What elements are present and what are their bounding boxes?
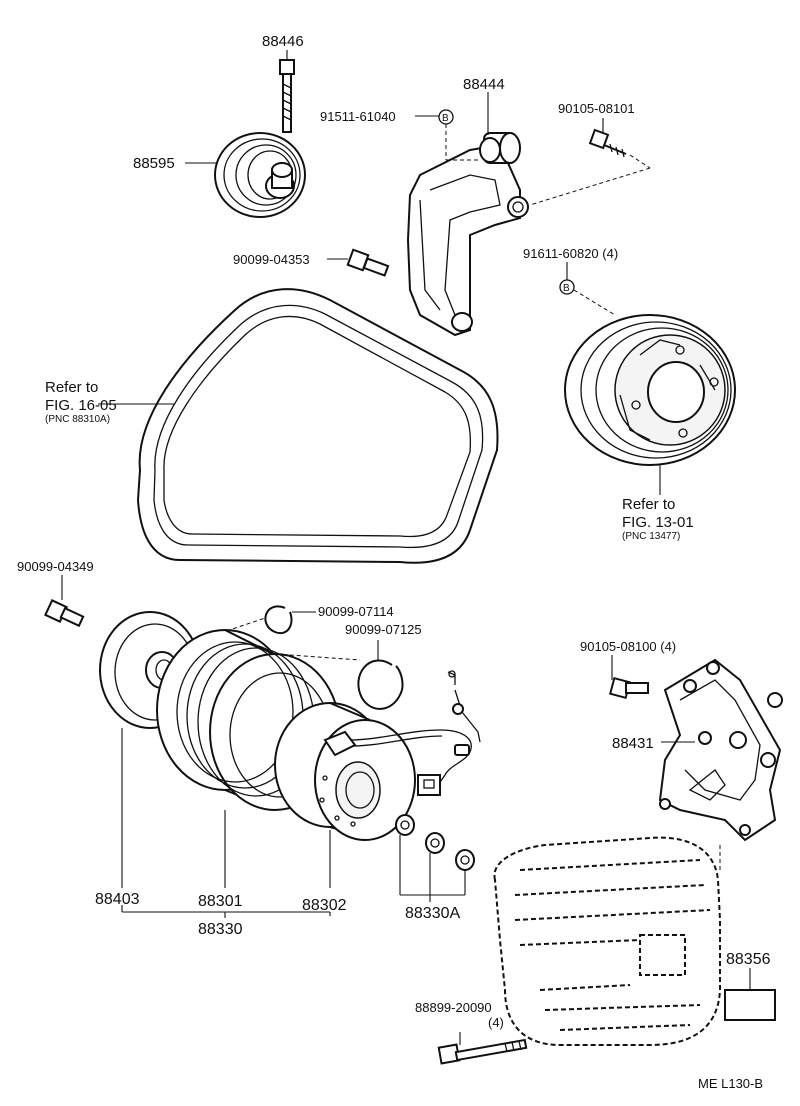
svg-text:B: B	[563, 283, 570, 294]
label-refer1-a: Refer to	[45, 379, 98, 396]
bolt-90105-08100	[608, 676, 649, 700]
label-88899-20090: 88899-20090	[415, 1000, 492, 1015]
bracket-88444	[406, 132, 529, 337]
bolt-88446	[279, 59, 295, 133]
idler-pulley-88595	[214, 132, 306, 218]
snap-ring-90099-07125	[357, 659, 404, 710]
label-90099-04349: 90099-04349	[17, 559, 94, 574]
bolt-90099-04353	[346, 248, 390, 277]
label-88446: 88446	[262, 33, 304, 50]
snap-ring-90099-07114	[264, 605, 293, 635]
label-88431: 88431	[612, 735, 654, 752]
label-88899-qty: (4)	[488, 1015, 504, 1030]
label-90099-07114: 90099-07114	[318, 604, 394, 619]
label-88302: 88302	[302, 897, 347, 914]
label-refer2-b: FIG. 13-01	[622, 514, 694, 531]
bolt-88899-20090	[437, 1038, 528, 1065]
label-90105-08101: 90105-08101	[558, 101, 635, 116]
label-refer1-b: FIG. 16-05	[45, 397, 117, 414]
shims-88330A	[395, 814, 475, 871]
label-90099-07125: 90099-07125	[345, 622, 422, 637]
bolt-90105-08101	[588, 128, 627, 158]
label-90105-08100: 90105-08100 (4)	[580, 639, 676, 654]
marker-b-pulley: B	[559, 279, 575, 295]
label-plate-88356	[724, 989, 776, 1021]
svg-text:B: B	[442, 113, 449, 124]
marker-b-top: B	[438, 109, 454, 125]
bolt-90099-04349	[44, 599, 85, 628]
compressor-body	[493, 836, 721, 1046]
label-90099-04353: 90099-04353	[233, 252, 310, 267]
footer-code: ME L130-B	[698, 1076, 763, 1091]
label-88403: 88403	[95, 891, 140, 908]
clutch-wire-harness	[349, 670, 481, 796]
label-refer1-c: (PNC 88310A)	[45, 414, 110, 425]
label-88330A: 88330A	[405, 905, 460, 922]
crank-pulley	[564, 314, 736, 466]
label-88330: 88330	[198, 921, 243, 938]
bracket-88431	[658, 658, 783, 842]
label-88301: 88301	[198, 893, 243, 910]
label-refer2-a: Refer to	[622, 496, 675, 513]
label-88595: 88595	[133, 155, 175, 172]
label-91511-61040: 91511-61040	[320, 109, 396, 124]
label-91611-60820: 91611-60820 (4)	[523, 246, 618, 261]
label-refer2-c: (PNC 13477)	[622, 531, 680, 542]
stator-88302	[274, 702, 416, 841]
label-88356: 88356	[726, 951, 771, 968]
v-belt	[136, 288, 499, 564]
label-88444: 88444	[463, 76, 505, 93]
